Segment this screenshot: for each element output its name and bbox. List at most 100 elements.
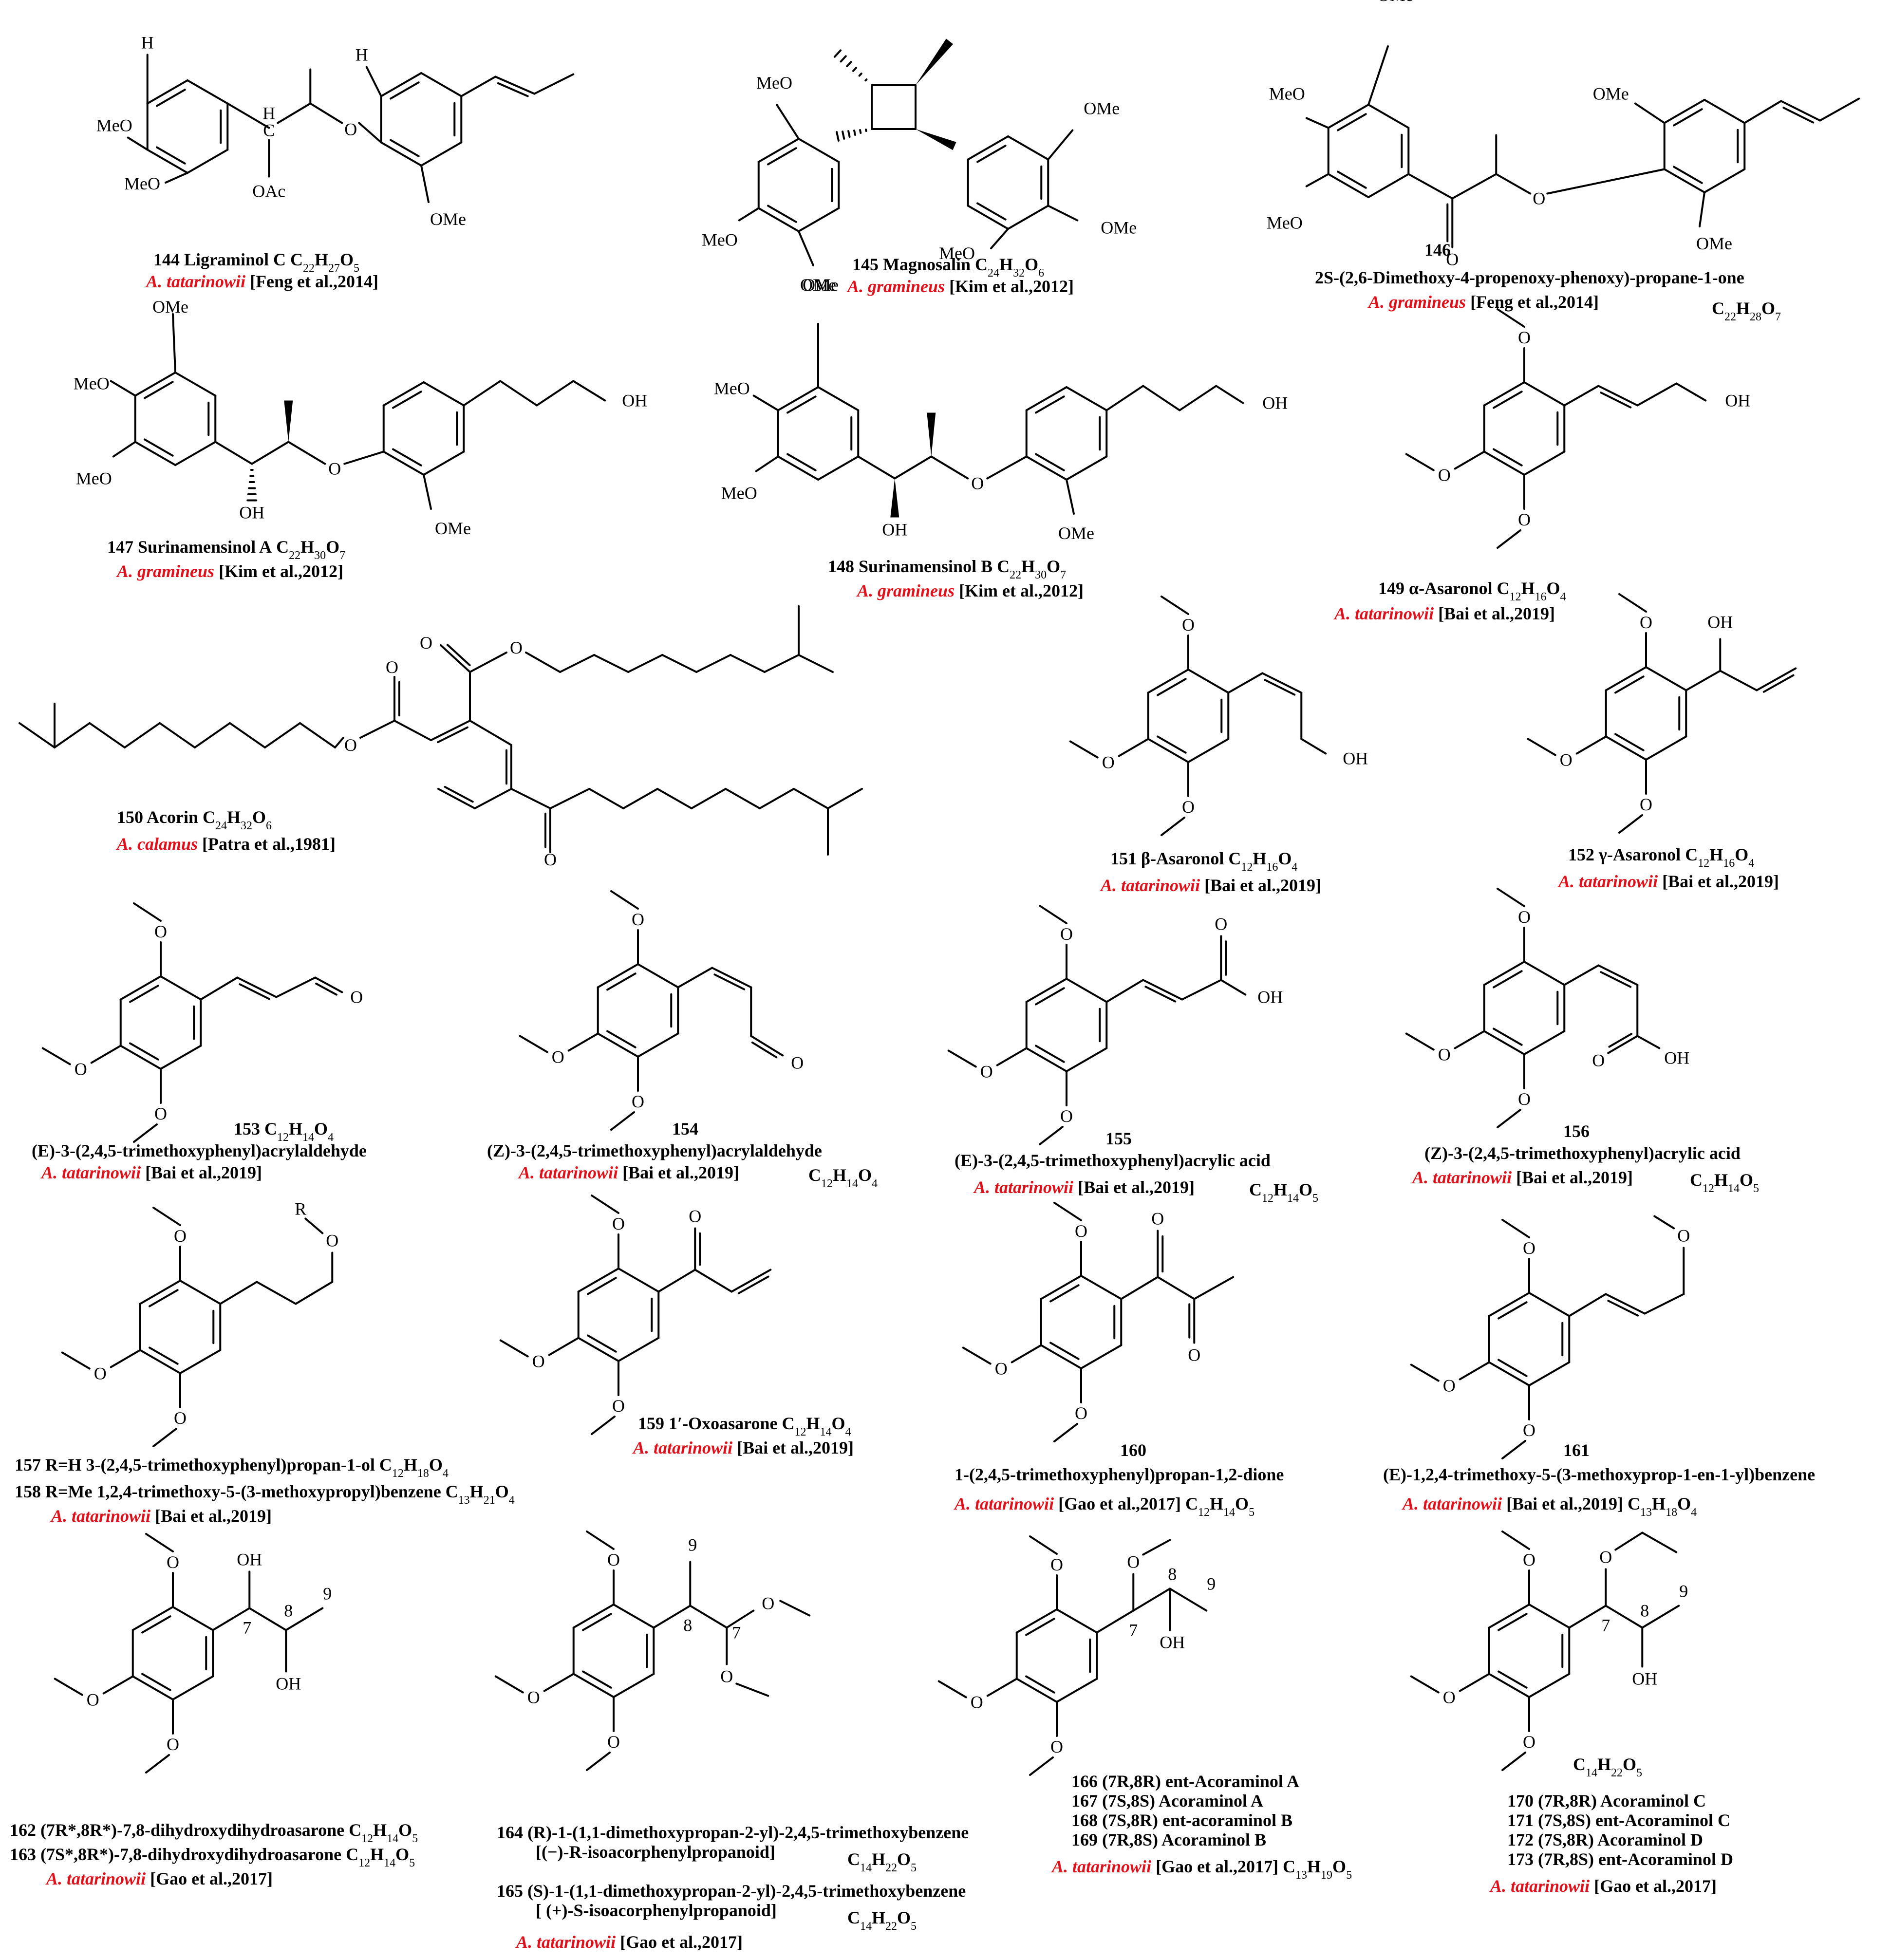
- bond: [229, 722, 266, 748]
- double-bond: [1142, 979, 1183, 1001]
- ring-bond: [1488, 1604, 1530, 1629]
- double-bond: [1756, 667, 1797, 691]
- atom-label: O: [632, 910, 644, 929]
- bond: [930, 455, 969, 480]
- caption-155-id: 155: [1105, 1129, 1132, 1148]
- ring-double-bond: [392, 391, 422, 409]
- double-bond: [1261, 672, 1303, 694]
- bond: [1819, 97, 1860, 122]
- atom-label: O: [607, 1550, 620, 1569]
- bond: [1568, 1605, 1607, 1629]
- wedge-bond: [916, 38, 954, 85]
- bond: [90, 1045, 122, 1064]
- atom-label: O: [174, 1408, 187, 1428]
- bond: [591, 1416, 616, 1435]
- atom-label: O: [1640, 613, 1652, 632]
- atom-label: OAc: [252, 182, 285, 201]
- double-bond: [437, 788, 476, 809]
- bond: [689, 1605, 728, 1629]
- bond: [738, 207, 760, 222]
- atom-label: O: [75, 1060, 87, 1079]
- atom-label: O: [1523, 1732, 1535, 1752]
- bond: [127, 136, 149, 151]
- ring-bond: [1528, 1673, 1571, 1698]
- ring-double-bond: [390, 139, 420, 157]
- double-bond: [1607, 1300, 1639, 1317]
- ring-double-bond: [606, 972, 637, 991]
- bond: [1618, 593, 1647, 613]
- atom-label: H: [356, 45, 368, 65]
- hashed-bond: [846, 61, 852, 68]
- bond: [1039, 905, 1067, 924]
- formula-155: C12H14O5: [1249, 1180, 1318, 1205]
- ring-bond: [1704, 99, 1746, 124]
- ring-bond: [420, 72, 463, 97]
- atom-labels: HMeOMeOCOAcHOHOMeMeOMeOOMeOMeOMeMeOOMeMe…: [74, 0, 1751, 1756]
- source-146: A. gramineus [Feng et al.,2014]: [1367, 292, 1599, 312]
- ring-bond: [1327, 104, 1369, 129]
- atom-label: 9: [323, 1584, 332, 1604]
- bond: [586, 1752, 611, 1771]
- atom-label: C: [263, 121, 275, 140]
- ring-bond: [777, 386, 819, 411]
- ring-bond: [179, 1349, 222, 1374]
- ring-bond: [1015, 1678, 1058, 1703]
- bond: [110, 380, 136, 397]
- double-bond: [1780, 100, 1821, 122]
- atom-label: O: [552, 1047, 564, 1067]
- bond: [725, 788, 761, 809]
- bond: [1501, 1440, 1526, 1459]
- caption-145: 145 Magnosalin C24H32O6: [852, 255, 1044, 280]
- bond: [764, 654, 800, 673]
- ring-bond: [119, 975, 162, 1001]
- atom-label: 8: [1640, 1601, 1649, 1621]
- atom-label: O: [612, 1396, 625, 1416]
- atom-label: H: [262, 104, 275, 123]
- atom-label: O: [1127, 1552, 1140, 1572]
- caption-170: 170 (7R,8R) Acoraminol C: [1507, 1791, 1706, 1811]
- bond: [627, 654, 663, 673]
- source-154: A. tatarinowii [Bai et al.,2019]: [518, 1163, 739, 1182]
- bond: [1527, 738, 1556, 756]
- double-bond: [1607, 1035, 1639, 1054]
- ring-bond: [1483, 450, 1525, 476]
- ring-bond: [139, 1349, 181, 1374]
- bond: [200, 976, 239, 1001]
- ring-bond: [1025, 386, 1067, 411]
- bond: [1039, 1126, 1064, 1145]
- bond: [152, 1207, 181, 1226]
- bond: [89, 722, 126, 748]
- atom-label: O: [154, 1104, 167, 1123]
- bond: [986, 1678, 1018, 1697]
- atom-label: O: [1182, 797, 1195, 817]
- atom-label: O: [1533, 189, 1545, 208]
- bond: [1501, 1531, 1530, 1550]
- double-bond: [1144, 986, 1177, 1003]
- bond: [275, 976, 317, 998]
- formula-156: C12H14O5: [1690, 1170, 1759, 1195]
- bond: [1636, 382, 1678, 407]
- bond: [393, 720, 432, 741]
- ring-double-bond: [1337, 113, 1367, 131]
- bond: [1096, 1609, 1135, 1634]
- bond: [499, 1339, 529, 1358]
- bond: [695, 654, 731, 673]
- ring-bond: [1187, 738, 1230, 763]
- atom-label: 9: [1679, 1582, 1688, 1601]
- ring-double-bond: [767, 205, 797, 223]
- source-161: A. tatarinowii [Bai et al.,2019] C13H18O…: [1402, 1494, 1697, 1519]
- ring-double-bond: [129, 1042, 159, 1061]
- bond: [752, 394, 779, 411]
- atom-label: O: [612, 1214, 625, 1233]
- bond: [1047, 205, 1079, 222]
- ring-bond: [1025, 1047, 1067, 1072]
- formula-170-173: C14H22O5: [1573, 1755, 1642, 1779]
- atom-label: OH: [276, 1674, 301, 1694]
- atom-label: MeO: [96, 116, 132, 135]
- bond: [759, 788, 795, 809]
- bond: [1451, 173, 1498, 200]
- ring-bond: [1488, 1292, 1530, 1317]
- bond: [1618, 814, 1643, 834]
- double-bond: [1762, 674, 1795, 693]
- ring-bond: [134, 441, 176, 466]
